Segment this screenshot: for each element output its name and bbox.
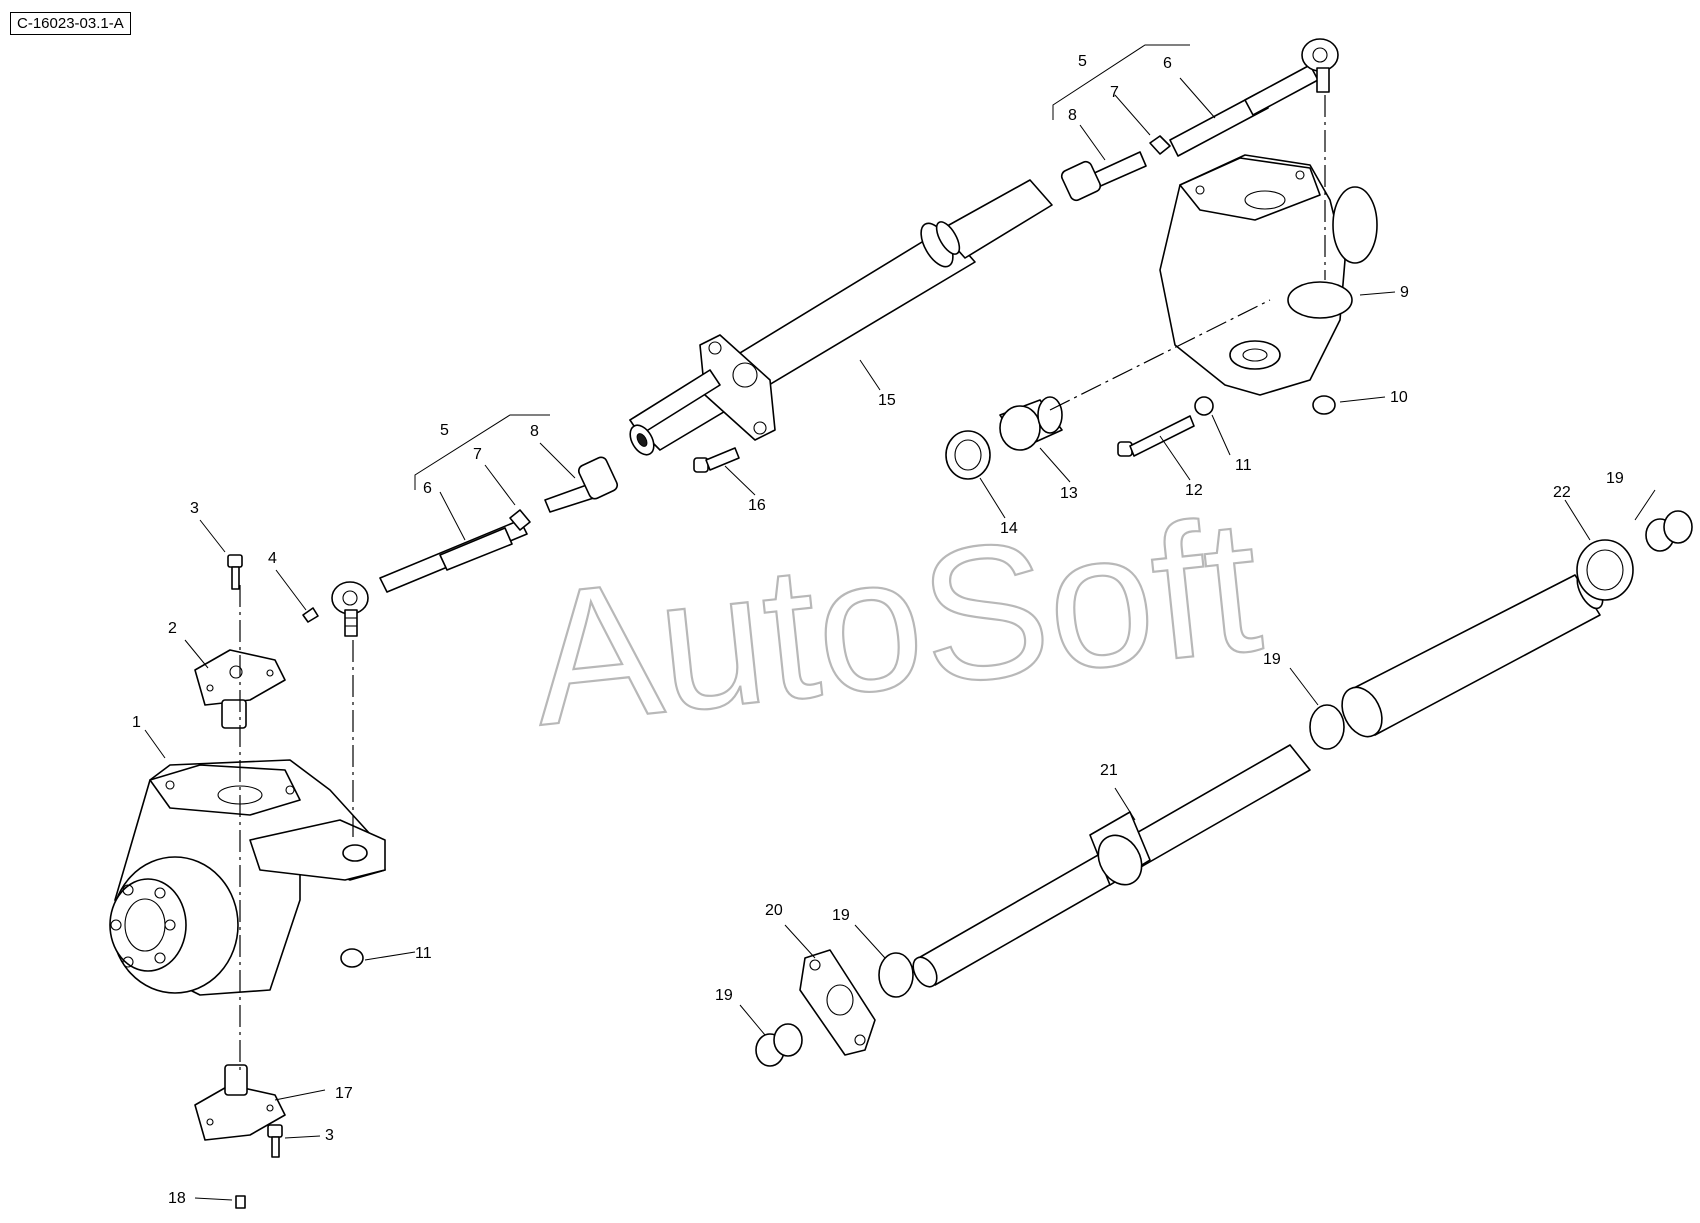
callout-5-right: 5: [1078, 53, 1087, 70]
callout-15: 15: [878, 392, 896, 409]
callout-8-right: 8: [1068, 107, 1077, 124]
bolt-16: [693, 447, 740, 473]
cylinder-tube-22: [1341, 570, 1604, 738]
watermark: AutoSoft: [522, 479, 1269, 766]
callout-14: 14: [1000, 520, 1018, 537]
right-tie-rod: [1060, 38, 1339, 202]
callout-8-left: 8: [530, 423, 539, 440]
right-tie-rod-nut: [1149, 135, 1171, 155]
gland-22: [1576, 539, 1634, 601]
rod-end-20: [799, 949, 876, 1056]
upper-kingpin-cap: [194, 649, 286, 729]
o-ring-19-tube: [1309, 704, 1345, 750]
callout-19-mid: 19: [1263, 651, 1281, 668]
callout-10: 10: [1390, 389, 1408, 406]
bolt-lower: [267, 1124, 283, 1158]
callout-11-right: 11: [1235, 457, 1252, 474]
callout-19-left: 19: [715, 987, 733, 1004]
callout-2: 2: [168, 620, 177, 637]
callout-11-left: 11: [415, 945, 432, 962]
steering-cylinder-assembly: [629, 179, 1053, 456]
bushing-13: [999, 396, 1063, 451]
callout-12: 12: [1185, 482, 1203, 499]
left-steering-knuckle: [109, 759, 386, 996]
o-ring-19-rod: [878, 952, 914, 998]
grease-nipple-18: [235, 1195, 246, 1209]
nut-11-left: [340, 948, 364, 968]
callout-16: 16: [748, 497, 766, 514]
callout-22: 22: [1553, 484, 1571, 501]
callout-17: 17: [335, 1085, 353, 1102]
nut-11-right: [1194, 396, 1214, 416]
grease-nipple-4: [302, 607, 319, 623]
left-tie-rod-nut: [509, 509, 531, 531]
callout-21: 21: [1100, 762, 1118, 779]
callout-19-top-right: 19: [1606, 470, 1624, 487]
drawing-reference-code: C-16023-03.1-A: [10, 12, 131, 35]
callout-6-right: 6: [1163, 55, 1172, 72]
callout-3: 3: [190, 500, 199, 517]
callout-9: 9: [1400, 284, 1409, 301]
o-ring-19-left-b: [773, 1023, 803, 1057]
right-steering-knuckle: [1159, 154, 1378, 396]
piston-rod-21: [912, 744, 1311, 988]
callout-19-rod: 19: [832, 907, 850, 924]
callout-7-left: 7: [473, 446, 482, 463]
seal-14: [945, 430, 991, 480]
callout-7-right: 7: [1110, 84, 1119, 101]
callout-4: 4: [268, 550, 277, 567]
left-tie-rod: [331, 456, 619, 637]
callout-3-lower: 3: [325, 1127, 334, 1144]
callout-5-left: 5: [440, 422, 449, 439]
callout-20: 20: [765, 902, 783, 919]
leader-lines: [144, 44, 1656, 1201]
callout-13: 13: [1060, 485, 1078, 502]
nut-10: [1312, 395, 1336, 415]
callout-1: 1: [132, 714, 141, 731]
callout-6-left: 6: [423, 480, 432, 497]
bolt-12: [1117, 415, 1195, 457]
callout-18: 18: [168, 1190, 186, 1207]
bolt-upper: [227, 554, 243, 590]
callout-labels: 1 2 3 3 4 5 5 6 6 7 7 8 8 9 10 11 11 12 …: [132, 53, 1624, 1207]
lower-kingpin-cap: [194, 1064, 286, 1141]
o-ring-19-right-b: [1663, 510, 1693, 544]
